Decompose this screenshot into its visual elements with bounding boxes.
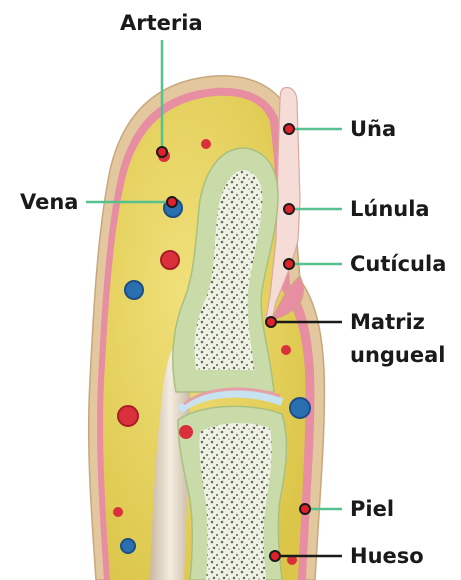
middle-marrow — [199, 423, 271, 580]
artery-vessel — [118, 406, 138, 426]
label-una: Uña — [350, 117, 396, 141]
label-matriz-line1: Matriz — [350, 310, 425, 334]
label-vena: Vena — [20, 190, 78, 214]
marker-una — [284, 124, 294, 134]
label-lunula: Lúnula — [350, 197, 430, 221]
vein-vessel — [290, 398, 310, 418]
artery-vessel — [161, 251, 179, 269]
artery-vessel — [201, 139, 211, 149]
marker-piel — [300, 504, 310, 514]
label-cuticula: Cutícula — [350, 252, 446, 276]
marker-cuticula — [284, 259, 294, 269]
marker-arteria — [157, 147, 167, 157]
artery-vessel — [113, 507, 123, 517]
label-matriz-line2: ungueal — [350, 343, 446, 367]
marker-vena — [167, 197, 177, 207]
artery-vessel — [179, 425, 193, 439]
vein-vessel — [121, 539, 135, 553]
label-arteria: Arteria — [120, 11, 203, 35]
label-piel: Piel — [350, 497, 394, 521]
artery-vessel — [281, 345, 291, 355]
marker-lunula — [284, 204, 294, 214]
vein-vessel — [125, 281, 143, 299]
label-hueso: Hueso — [350, 544, 424, 568]
marker-matriz — [266, 317, 276, 327]
marker-hueso — [270, 551, 280, 561]
